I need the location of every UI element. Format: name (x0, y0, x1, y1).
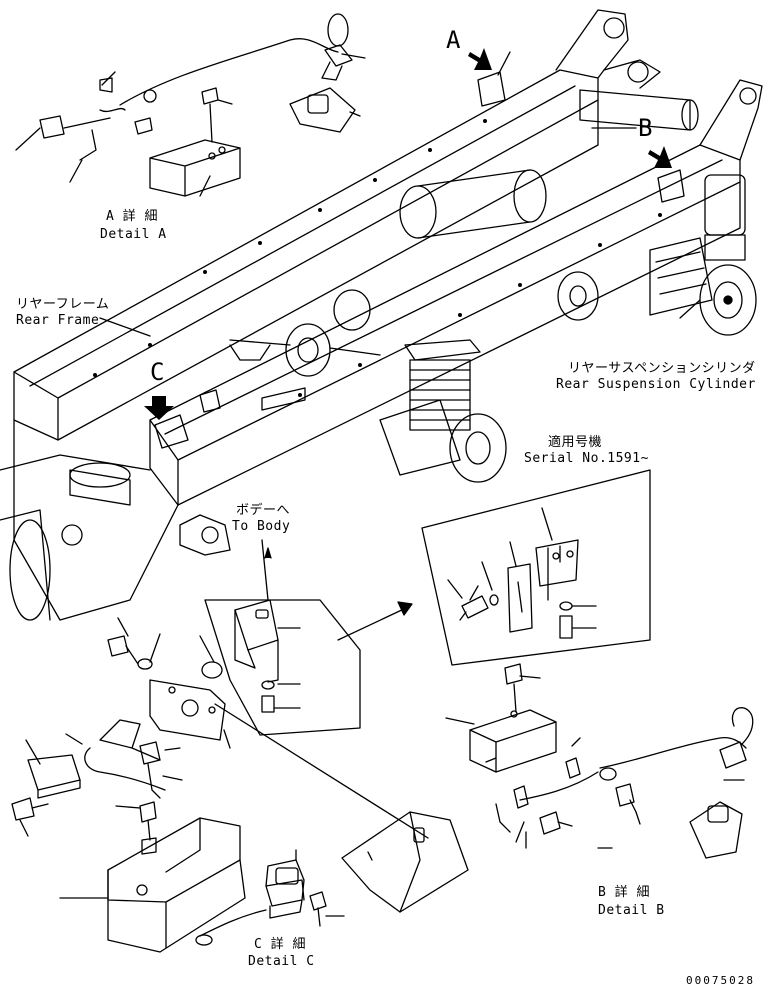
detail-c-title-en: Detail C (248, 954, 315, 969)
callout-b-letter: B (638, 114, 653, 142)
rear-frame-label-en: Rear Frame (16, 313, 100, 328)
callout-c-letter: C (150, 358, 165, 386)
to-body-label-en: To Body (232, 519, 291, 534)
detail-a-drawing (15, 13, 366, 197)
to-body-label-jp: ボデーへ (236, 503, 291, 518)
detail-b-drawing (445, 663, 754, 859)
callout-arrows (144, 48, 672, 420)
rear-frame-label-jp: リヤーフレーム (16, 297, 110, 312)
serial-label-en: Serial No.1591~ (524, 451, 649, 466)
detail-b-title-jp: B 詳 細 (598, 885, 650, 900)
serial-detail (421, 469, 651, 666)
rear-suspension-label-jp: リヤーサスペンションシリンダ (568, 361, 756, 376)
detail-a-title-en: Detail A (100, 227, 167, 242)
detail-c-title-jp: C 詳 細 (254, 937, 306, 952)
detail-a-title-jp: A 詳 細 (106, 209, 158, 224)
section-leaders (99, 299, 701, 601)
serial-label-jp: 適用号機 (548, 435, 603, 450)
rear-suspension-label-en: Rear Suspension Cylinder (556, 377, 756, 392)
detail-c-drawing (11, 617, 469, 953)
to-body-detail (204, 599, 413, 736)
detail-b-title-en: Detail B (598, 903, 665, 918)
callout-a-letter: A (446, 26, 461, 54)
rear-frame-drawing (0, 9, 763, 621)
drawing-number: 00075028 (686, 974, 755, 987)
callout-leaders (497, 51, 637, 129)
